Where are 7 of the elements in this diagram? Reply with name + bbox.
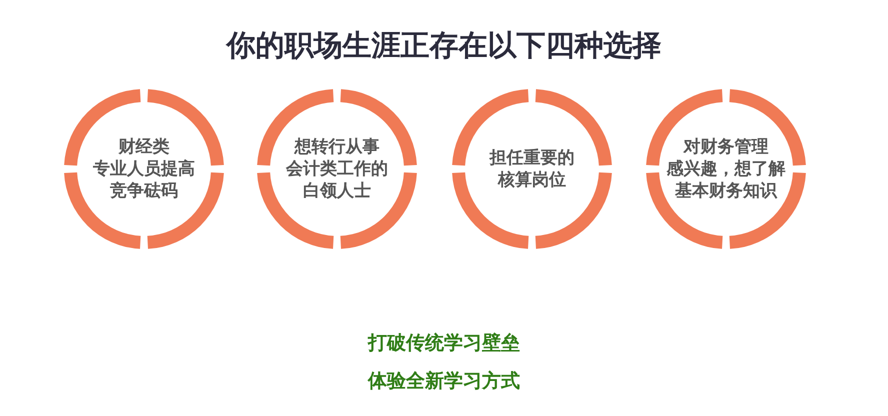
title: 你的职场生涯正存在以下四种选择	[226, 27, 662, 64]
choice-text: 对财务管理感兴趣，想了解基本财务知识	[666, 136, 786, 202]
choice-text: 想转行从事会计类工作的白领人士	[284, 136, 389, 202]
slogan-text: 打破传统学习壁垒	[368, 331, 520, 356]
slogan-text: 体验全新学习方式	[368, 369, 520, 394]
choice-text: 财经类专业人员提高竞争砝码	[92, 136, 196, 202]
choice-text: 担任重要的核算岗位	[488, 146, 576, 192]
